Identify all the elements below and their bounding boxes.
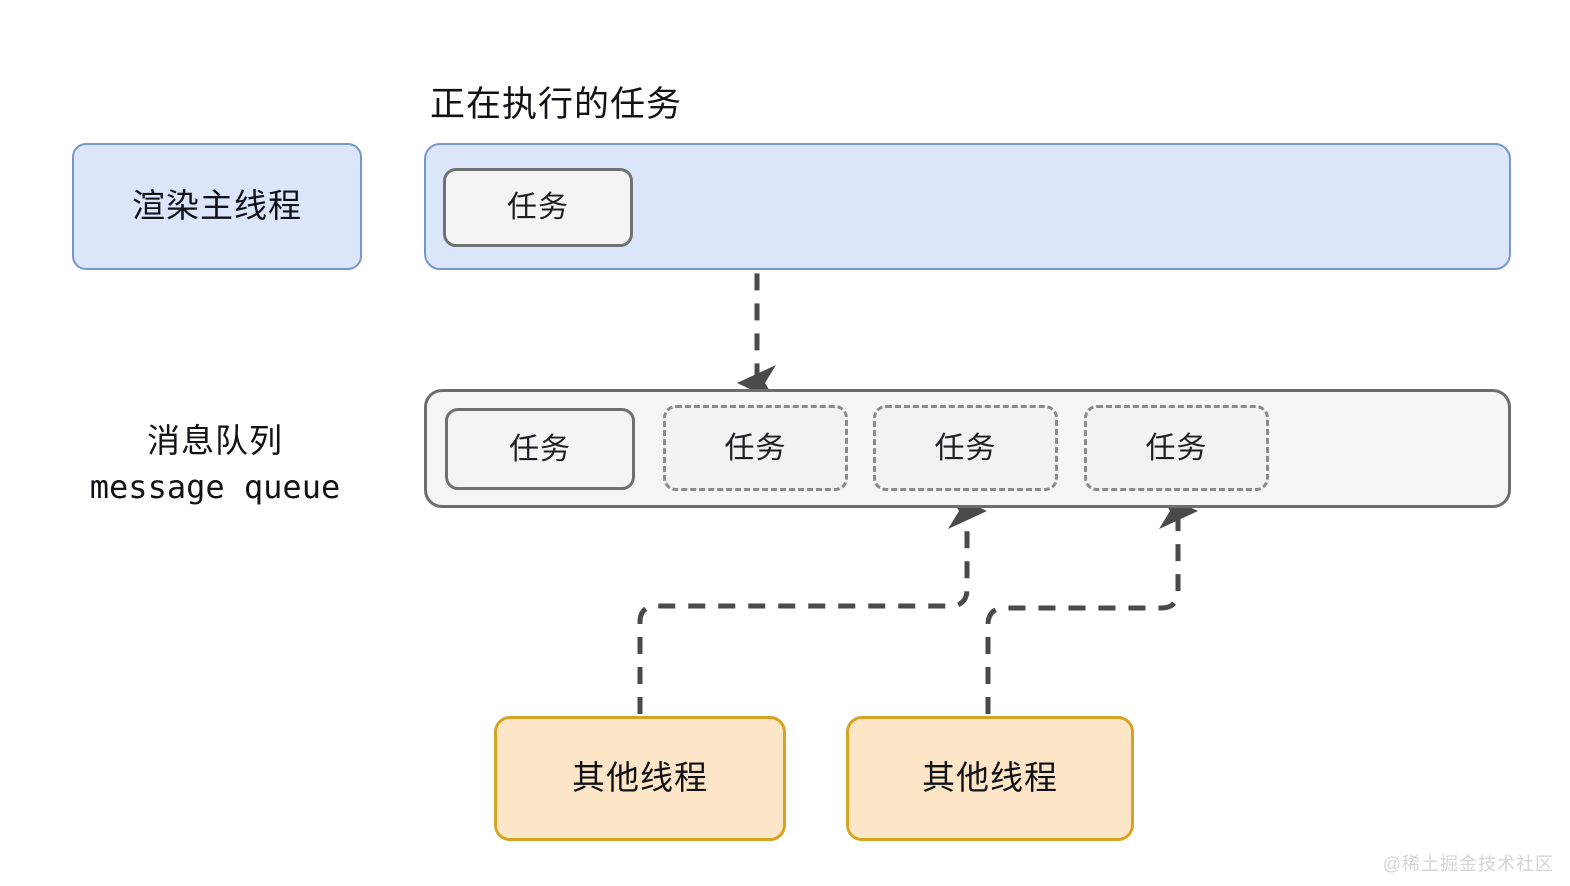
running-task-chip[interactable]: 任务 [443,168,633,247]
worker-thread-box-2[interactable]: 其他线程 [846,716,1134,841]
page-title: 正在执行的任务 [430,85,683,124]
message-queue-label-cn: 消息队列 [147,422,283,459]
message-queue-label-en: message queue [89,468,341,506]
queue-task-chip-1[interactable]: 任务 [445,408,635,490]
worker-thread-box-1[interactable]: 其他线程 [494,716,786,841]
arrow-worker1-to-queue [637,493,988,714]
label-render-main-thread: 渲染主线程 [72,143,362,270]
arrow-worker2-to-queue [985,493,1199,714]
queue-task-chip-3[interactable]: 任务 [873,405,1058,491]
queue-task-chip-2[interactable]: 任务 [663,405,848,491]
message-queue-label: 消息队列 message queue [40,414,390,506]
queue-task-chip-4[interactable]: 任务 [1084,405,1269,491]
watermark: @稀土掘金技术社区 [1382,854,1554,874]
